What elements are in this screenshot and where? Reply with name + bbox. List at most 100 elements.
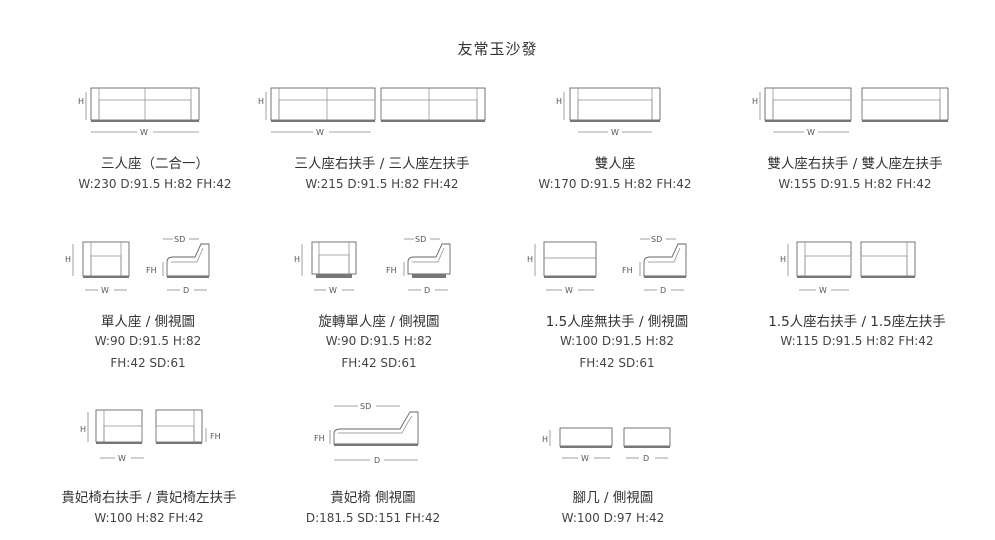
armless-seat-side-view — [643, 243, 687, 278]
svg-text:W: W — [316, 128, 324, 137]
product-three-seater-arms: H W 三人座右扶手 / 三人座左扶手 W:215 D:91.5 H:82 FH… — [258, 80, 512, 195]
svg-text:H: H — [294, 255, 300, 264]
svg-text:SD: SD — [174, 235, 185, 244]
svg-text:FH: FH — [622, 266, 633, 275]
product-chaise-arms: H FH W 貴妃椅右扶手 / 貴妃椅左扶手 W:100 H:82 FH:42 — [30, 404, 280, 529]
depth-dimension: D — [644, 286, 684, 295]
product-ottoman: H W D 腳几 / 側視圖 W:100 D:97 H:42 — [488, 404, 738, 529]
product-spec: W:100 D:97 H:42 — [561, 511, 665, 525]
product-one-and-half-arms: H W 1.5人座右扶手 / 1.5座左扶手 W:115 D:91.5 H:82… — [732, 232, 982, 377]
product-name: 貴妃椅 側視圖 — [330, 490, 416, 506]
svg-text:H: H — [752, 97, 758, 106]
height-dimension: H — [78, 92, 87, 120]
sofa-front-view — [569, 87, 661, 122]
svg-text:H: H — [527, 255, 533, 264]
svg-text:W: W — [611, 128, 619, 137]
chaise-side-view — [333, 411, 419, 446]
product-name: 單人座 / 側視圖 — [100, 314, 196, 330]
product-single-seater: H W SD FH D — [25, 232, 275, 377]
width-dimension: W — [773, 128, 849, 137]
svg-text:H: H — [65, 255, 71, 264]
product-two-seater: H W 雙人座 W:170 D:91.5 H:82 FH:42 — [494, 80, 744, 195]
product-spec: W:100 H:82 FH:42 — [94, 511, 204, 525]
svg-text:D: D — [643, 454, 649, 463]
product-chaise-side: SD FH D 貴妃椅 側視圖 D:181.5 SD:151 FH:42 — [250, 398, 500, 529]
svg-text:D: D — [424, 286, 430, 295]
floor-height-dimension: FH — [146, 262, 164, 276]
product-two-seater-arms: H W 雙人座右扶手 / 雙人座左扶手 W:155 D:91.5 H:82 FH… — [732, 80, 982, 195]
svg-text:SD: SD — [360, 402, 371, 411]
svg-text:SD: SD — [651, 235, 662, 244]
product-spec: W:100 D:91.5 H:82 — [559, 334, 675, 348]
swivel-chair-side-view — [407, 243, 451, 278]
page-title: 友常玉沙發 — [457, 40, 538, 58]
chaise-right-arm-front-view — [95, 409, 143, 444]
svg-text:W: W — [807, 128, 815, 137]
svg-text:W: W — [140, 128, 148, 137]
two-seater-arms-drawing: H W — [752, 87, 949, 137]
width-dimension: W — [91, 128, 199, 137]
svg-text:FH: FH — [386, 266, 397, 275]
width-dimension: W — [271, 128, 371, 137]
product-name: 旋轉單人座 / 側視圖 — [318, 314, 440, 330]
svg-text:H: H — [780, 255, 786, 264]
product-spec: D:181.5 SD:151 FH:42 — [305, 511, 441, 525]
depth-dimension: D — [334, 456, 418, 465]
product-spec: W:170 D:91.5 H:82 FH:42 — [538, 177, 692, 191]
width-dimension: W — [85, 286, 127, 295]
ottoman-side-view — [623, 427, 671, 448]
svg-text:H: H — [542, 435, 548, 444]
product-name: 腳几 / 側視圖 — [572, 490, 654, 506]
svg-text:W: W — [101, 286, 109, 295]
height-dimension: H — [258, 92, 267, 120]
product-name: 三人座（二合一） — [101, 156, 209, 172]
width-dimension: W — [100, 454, 144, 463]
product-spec: W:90 D:91.5 H:82 — [94, 334, 202, 348]
chaise-left-arm-front-view — [155, 409, 203, 444]
sofa-front-view — [90, 87, 200, 122]
height-dimension: H — [556, 92, 565, 120]
product-spec-2: FH:42 SD:61 — [341, 356, 417, 370]
product-spec-2: FH:42 SD:61 — [579, 356, 655, 370]
armless-seat-front-view — [543, 241, 597, 278]
chair-front-view — [82, 241, 130, 278]
product-name: 1.5人座無扶手 / 側視圖 — [545, 314, 689, 330]
height-dimension: H — [80, 412, 89, 442]
seat-right-arm-front-view — [796, 241, 852, 278]
svg-text:W: W — [565, 286, 573, 295]
svg-text:FH: FH — [314, 434, 325, 443]
svg-text:W: W — [329, 286, 337, 295]
swivel-chair-front-view — [311, 241, 357, 278]
product-spec: W:215 D:91.5 H:82 FH:42 — [305, 177, 459, 191]
svg-text:W: W — [118, 454, 126, 463]
one-and-half-armless-drawing: H W SD FH D — [527, 235, 687, 295]
floor-height-dimension: FH — [314, 430, 331, 444]
height-dimension: H — [780, 244, 789, 276]
sofa-left-arm-front-view — [380, 87, 486, 122]
one-and-half-arms-drawing: H W — [780, 241, 916, 295]
depth-dimension: D — [408, 286, 448, 295]
svg-text:H: H — [258, 97, 264, 106]
floor-height-dimension: FH — [205, 428, 221, 442]
svg-text:D: D — [660, 286, 666, 295]
sofa-right-arm-front-view — [764, 87, 852, 122]
floor-height-dimension: FH — [622, 262, 641, 276]
product-name: 雙人座 — [594, 156, 636, 172]
svg-text:FH: FH — [146, 266, 157, 275]
product-swivel-single-seater: H W SD FH D — [254, 232, 504, 377]
product-name: 貴妃椅右扶手 / 貴妃椅左扶手 — [61, 490, 237, 506]
seat-left-arm-front-view — [860, 241, 916, 278]
three-seater-arms-drawing: H W — [258, 87, 486, 137]
height-dimension: H — [527, 244, 536, 276]
seat-depth-dimension: SD — [404, 235, 440, 244]
svg-text:W: W — [581, 454, 589, 463]
svg-text:H: H — [556, 97, 562, 106]
height-dimension: H — [65, 244, 74, 276]
product-one-and-half-armless: H W SD FH D 1.5 — [492, 232, 742, 377]
product-spec: W:90 D:91.5 H:82 — [325, 334, 433, 348]
chaise-side-drawing: SD FH D — [314, 402, 419, 465]
single-seater-drawing: H W SD FH D — [65, 235, 210, 295]
depth-dimension: D — [626, 454, 668, 463]
product-spec: W:230 D:91.5 H:82 FH:42 — [78, 177, 232, 191]
svg-text:H: H — [78, 97, 84, 106]
